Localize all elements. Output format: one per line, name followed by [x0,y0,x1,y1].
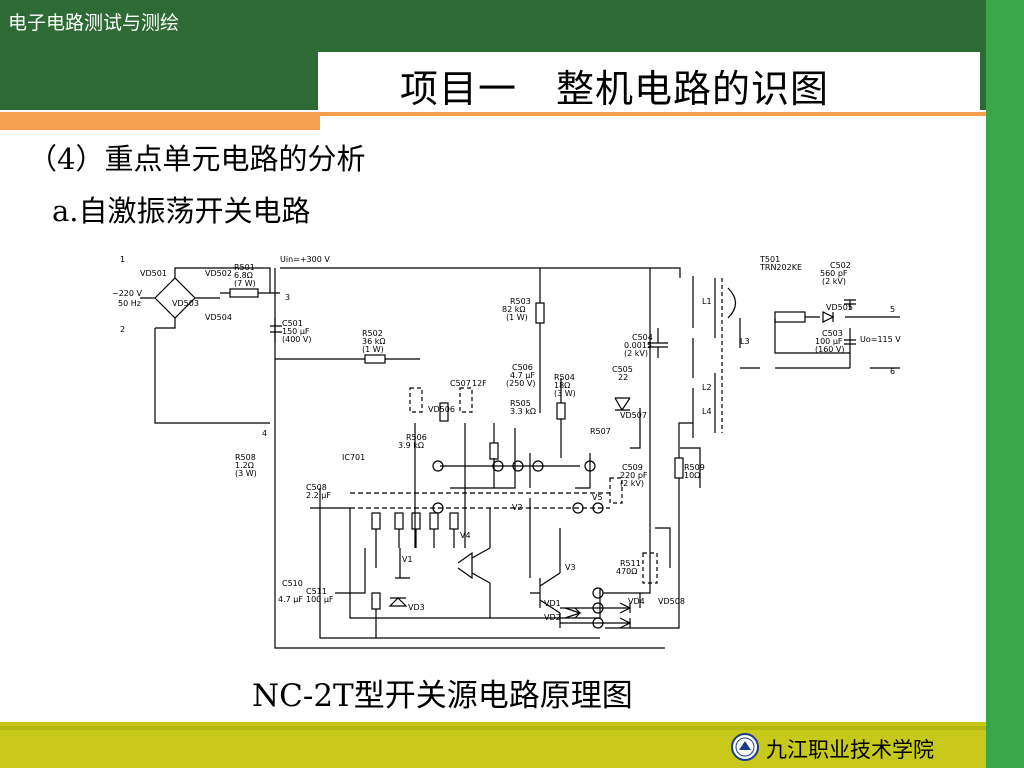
r504-value: 18Ω [554,381,570,390]
vd503-label: VD503 [172,299,199,308]
r501-value: 6.8Ω [234,271,253,280]
vd1-label: VD1 [544,599,561,608]
v2-label: V2 [512,503,523,512]
c508-label: C508 [306,483,327,492]
c509-voltage: (2 kV) [620,479,644,488]
r508-label: R508 [235,453,256,462]
v5-label: V5 [592,493,603,502]
r503-power: (1 W) [506,313,528,322]
input-voltage-label: Uin=+300 V [280,255,330,264]
t501-type: TRN202KE [759,263,802,272]
school-name: 九江职业技术学院 [766,738,934,762]
c501-voltage: (400 V) [282,335,312,344]
node-5-label: 5 [890,305,895,314]
r501-power: (7 W) [234,279,256,288]
c501-value: 150 μF [282,327,310,336]
vd501-label: VD501 [140,269,167,278]
r504-label: R504 [554,373,575,382]
node-3-label: 3 [285,293,290,302]
c507-label: C507 [450,379,471,388]
r505-label: R505 [510,399,531,408]
node-2-label: 2 [120,325,125,334]
c501-label: C501 [282,319,303,328]
r503-label: R503 [510,297,531,306]
v3-label: V3 [565,563,576,572]
c503-value: 100 μF [815,337,843,346]
c509-label: C509 [622,463,643,472]
c504-voltage: (2 kV) [624,349,648,358]
c506-label: C506 [512,363,533,372]
accent-bar [0,112,320,130]
slide-title: 项目一 整机电路的识图 [400,67,830,111]
course-title: 电子电路测试与测绘 [8,12,180,34]
l4-label: L4 [702,407,712,416]
r509-value: 10Ω [684,471,700,480]
l2-label: L2 [702,383,712,392]
ac-frequency-label: 50 Hz [118,299,141,308]
r506-label: R506 [406,433,427,442]
vd508-label: VD508 [658,597,685,606]
ac-input-label: ~220 V [112,289,143,298]
l1-label: L1 [702,297,712,306]
r508-value: 1.2Ω [235,461,254,470]
r511-label: R511 [620,559,641,568]
vd505-label: VD505 [826,303,853,312]
diagram-caption: NC-2T型开关源电路原理图 [252,678,633,714]
section-heading: （4）重点单元电路的分析 [28,142,366,176]
vd504-label: VD504 [205,313,232,322]
c509-value: 220 pF [620,471,648,480]
node-1-label: 1 [120,255,125,264]
c503-voltage: (160 V) [815,345,845,354]
vd2-label: VD2 [544,613,561,622]
r506-value: 3.9 kΩ [398,441,424,450]
r503-value: 82 kΩ [502,305,525,314]
node-4-label: 4 [262,429,267,438]
v1-label: V1 [402,555,413,564]
r502-power: (1 W) [362,345,384,354]
side-band [986,0,1024,768]
c507-value: 12F [472,379,487,388]
c508-value: 2.2 μF [306,491,331,500]
c506-voltage: (250 V) [506,379,536,388]
c502-voltage: (2 kV) [822,277,846,286]
c505-value: 22 [618,373,628,382]
c502-label: C502 [830,261,851,270]
vd502-label: VD502 [205,269,232,278]
c511-value: 100 μF [306,595,334,604]
accent-line [320,112,986,116]
node-6-label: 6 [890,367,895,376]
ic701-label: IC701 [342,453,365,462]
c504-label: C504 [632,333,653,342]
vd507-label: VD507 [620,411,647,420]
r507-label: R507 [590,427,611,436]
r508-power: (3 W) [235,469,257,478]
vd506-label: VD506 [428,405,455,414]
l3-label: L3 [740,337,750,346]
c511-label: C511 [306,587,327,596]
c503-label: C503 [822,329,843,338]
r505-value: 3.3 kΩ [510,407,536,416]
c502-value: 560 pF [820,269,848,278]
vd4-label: VD4 [628,597,645,606]
r502-label: R502 [362,329,383,338]
v4-label: V4 [460,531,471,540]
vd3-label: VD3 [408,603,425,612]
output-voltage-label: Uo=115 V [860,335,901,344]
r511-value: 470Ω [616,567,637,576]
t501-label: T501 [759,255,780,264]
section-subheading: a.自激振荡开关电路 [52,194,311,228]
school-logo-icon [731,733,759,761]
c506-value: 4.7 μF [510,371,535,380]
c504-value: 0.0015 [624,341,652,350]
c510-label: C510 [282,579,303,588]
r502-value: 36 kΩ [362,337,385,346]
footer-stripe [0,726,986,730]
c505-label: C505 [612,365,633,374]
c510-value: 4.7 μF [278,595,303,604]
r504-power: (3 W) [554,389,576,398]
r509-label: R509 [684,463,705,472]
r501-label: R501 [234,263,255,272]
circuit-schematic: 1 2 3 4 5 6 ~220 V 50 Hz VD501 VD502 VD5… [112,255,901,649]
title-box [318,52,980,110]
